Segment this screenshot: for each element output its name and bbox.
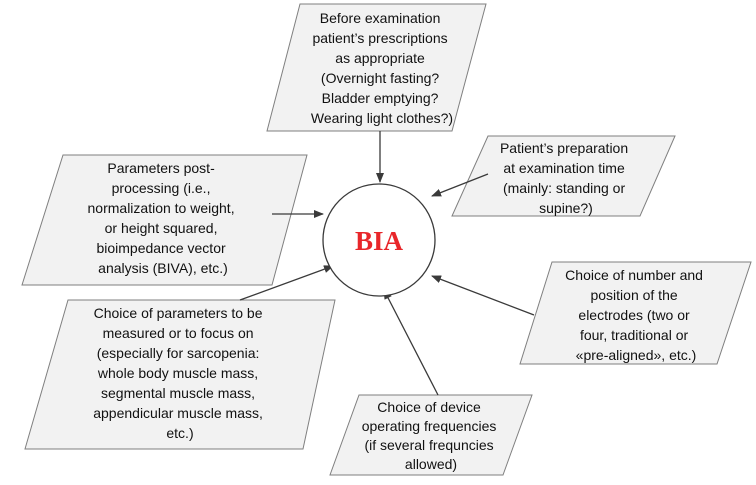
before-examination-line: as appropriate (335, 50, 425, 66)
arrow-from-frequencies (383, 289, 439, 396)
bia-label: BIA (355, 226, 404, 256)
parameters-line: Choice of parameters to be (94, 305, 263, 321)
post-processing-line: Parameters post- (107, 160, 215, 176)
bia-circle (322, 183, 436, 297)
electrodes-line: «pre-aligned», etc.) (576, 347, 697, 363)
text-post-processing: Parameters post- processing (i.e., norma… (88, 160, 239, 276)
electrodes-line: Choice of number and (565, 267, 703, 283)
arrow-from-parameters (239, 265, 334, 301)
text-parameters: Choice of parameters to be measured or t… (93, 305, 267, 441)
parameters-line: (especially for sarcopenia: (97, 345, 260, 361)
box-post-processing (21, 154, 308, 286)
parameters-line: segmental muscle mass, (101, 385, 255, 401)
parameters-line: measured or to focus on (103, 325, 254, 341)
box-electrodes (519, 261, 752, 365)
frequencies-line: Choice of device (377, 399, 481, 415)
electrodes-line: electrodes (two or (578, 307, 690, 323)
box-parameters (24, 299, 336, 450)
before-examination-line: Before examination (320, 10, 441, 26)
patient-preparation-line: at examination time (503, 160, 625, 176)
frequencies-line: (if several frequncies (364, 437, 493, 453)
frequencies-line: operating frequencies (362, 418, 497, 434)
parameters-line: whole body muscle mass, (97, 365, 258, 381)
arrow-from-electrodes (431, 275, 535, 316)
post-processing-line: processing (i.e., (112, 180, 211, 196)
frequencies-line: allowed) (405, 456, 457, 472)
box-before-examination (266, 3, 487, 132)
before-examination-line: Bladder emptying? (322, 90, 439, 106)
electrodes-line: four, traditional or (580, 327, 689, 343)
post-processing-line: or height squared, (105, 220, 218, 236)
post-processing-line: bioimpedance vector (96, 240, 226, 256)
electrodes-line: position of the (590, 287, 677, 303)
parameters-line: appendicular muscle mass, (93, 405, 263, 421)
text-electrodes: Choice of number and position of the ele… (565, 267, 707, 363)
text-frequencies: Choice of device operating frequencies (… (362, 399, 501, 472)
patient-preparation-line: Patient’s preparation (500, 140, 628, 156)
post-processing-line: analysis (BIVA), etc.) (98, 260, 228, 276)
box-patient-preparation (451, 135, 676, 217)
before-examination-line: Wearing light clothes?) (311, 110, 453, 126)
arrow-from-patient-preparation (431, 173, 489, 197)
patient-preparation-line: (mainly: standing or (503, 180, 626, 196)
text-before-examination: Before examination patient’s prescriptio… (311, 10, 453, 126)
post-processing-line: normalization to weight, (88, 200, 235, 216)
parameters-line: etc.) (166, 425, 193, 441)
box-frequencies (329, 394, 533, 476)
text-patient-preparation: Patient’s preparation at examination tim… (500, 140, 632, 216)
patient-preparation-line: supine?) (539, 200, 593, 216)
before-examination-line: patient’s prescriptions (312, 30, 447, 46)
before-examination-line: (Overnight fasting? (321, 70, 439, 86)
